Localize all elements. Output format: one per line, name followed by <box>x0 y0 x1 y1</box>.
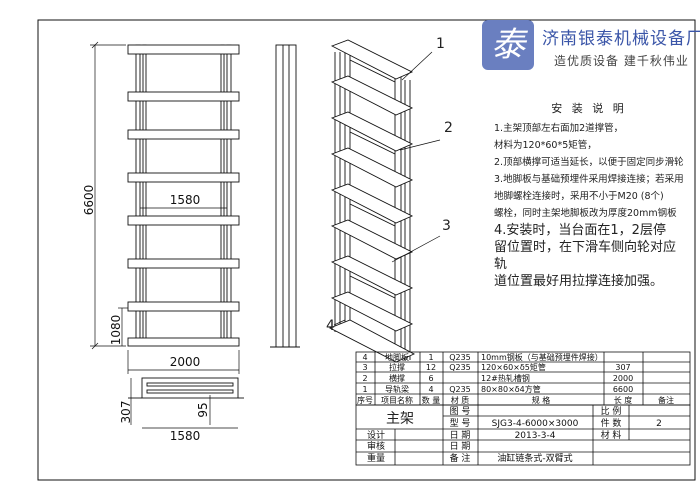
bom-cell: 导轨梁 <box>385 384 409 394</box>
tb-label: 材 料 <box>601 429 622 441</box>
tb-label: 件 数 <box>601 417 622 429</box>
bom-cell: 3 <box>362 363 367 372</box>
model-value: SJG3-4-6000×3000 <box>492 419 579 429</box>
bom-cell: Q235 <box>449 363 471 372</box>
dim-overall <box>127 350 240 374</box>
note-line: 1.主架顶部左右面加2道撑管， <box>494 123 624 134</box>
bom-cell: 4 <box>362 353 367 362</box>
bom-cell: 12 <box>426 363 436 372</box>
bom-head: 规 格 <box>532 395 551 405</box>
tb-label: 备 注 <box>450 452 471 464</box>
bom-table <box>355 351 691 406</box>
leaders <box>333 51 441 326</box>
bom-row-4: 4 地脚板 1 Q235 10mm钢板（与基础预埋件焊接） <box>362 352 602 362</box>
installation-notes: 安 装 说 明 1.主架顶部左右面加2道撑管， 材料为120*60*5矩管， 2… <box>494 100 684 290</box>
bom-cell: 1 <box>428 353 433 362</box>
bom-row-3: 3 拉撑 12 Q235 120×60×δ5矩管 307 <box>362 362 630 372</box>
plan-view <box>128 377 244 399</box>
logo-mark-icon: 泰 <box>482 20 534 70</box>
bom-cell: 6 <box>428 374 433 383</box>
callout-2: 2 <box>444 120 453 136</box>
bom-head: 项目名称 <box>381 395 413 405</box>
bom-head: 备注 <box>658 395 674 405</box>
bom-cell: 拉撑 <box>389 362 405 372</box>
bom-cell: 4 <box>428 385 433 394</box>
bom-cell: Q235 <box>449 385 471 394</box>
count-value: 2 <box>656 419 662 429</box>
note-line: 道位置最好用拉撑连接加强。 <box>494 274 664 289</box>
bom-row-2: 2 横撑 6 12#热轧槽钢 2000 <box>362 373 633 383</box>
side-view <box>270 44 300 348</box>
tb-label: 重量 <box>367 452 385 464</box>
remark-value: 油缸链条式-双臂式 <box>497 452 572 464</box>
bom-row-1: 1 导轨梁 4 Q235 80×80×δ4方管 6600 <box>362 384 633 394</box>
bom-cell: 2 <box>362 374 367 383</box>
bom-head: 数 量 <box>422 395 441 405</box>
callout-1: 1 <box>436 36 445 52</box>
bom-cell: 12#热轧槽钢 <box>481 373 530 383</box>
dim-height <box>90 41 126 350</box>
date-value: 2013-3-4 <box>515 431 556 441</box>
bom-cell: 6600 <box>613 385 633 394</box>
note-line: 材料为120*60*5矩管， <box>494 140 597 151</box>
dim-plan <box>130 378 238 429</box>
callout-4: 4 <box>326 318 335 334</box>
note-line: 螺栓，同时主架地脚板改为厚度20mm钢板 <box>494 208 677 219</box>
company-logo: 泰 济南银泰机械设备厂 造优质设备 建千秋伟业 <box>482 20 700 80</box>
bom-cell: 横撑 <box>389 373 405 383</box>
tb-label: 比 例 <box>601 405 622 417</box>
bom-header: 序号 项目名称 数 量 材 质 规 格 长 度 备注 <box>357 395 674 405</box>
tb-label: 设计 <box>367 429 385 441</box>
notes-title: 安 装 说 明 <box>551 102 627 115</box>
front-view <box>127 44 240 347</box>
tb-label: 日 期 <box>450 430 471 441</box>
part-name: 主架 <box>386 411 414 427</box>
note-line: 地脚螺栓连接时，采用不小于M20 (8个) <box>494 191 664 202</box>
dim-small-label: 95 <box>196 402 210 417</box>
bom-head: 序号 <box>357 395 373 405</box>
bom-cell: 2000 <box>613 374 633 383</box>
tb-label: 型 号 <box>450 418 471 429</box>
title-block <box>355 404 691 466</box>
bom-head: 长 度 <box>614 395 633 405</box>
note-line: 3.地脚板与基础预埋件采用焊接连接；若采用 <box>494 174 684 185</box>
dim-side-label: 307 <box>119 401 133 424</box>
sheet-border <box>37 19 696 481</box>
iso-view <box>328 39 416 363</box>
tb-label: 图 号 <box>450 406 471 417</box>
note-line: 留位置时，在下滑车侧向轮对应轨 <box>494 240 677 272</box>
dim-base <box>118 307 128 346</box>
tb-label: 日 期 <box>450 441 471 452</box>
bom-cell: 307 <box>615 363 630 372</box>
dim-overall-label: 2000 <box>170 355 201 369</box>
dim-inner-label: 1580 <box>170 193 201 207</box>
dim-height-label: 6600 <box>82 185 96 216</box>
bom-head: 材 质 <box>451 395 470 405</box>
callout-3: 3 <box>442 218 451 234</box>
note-line: 4.安装时，当台面在1，2层停 <box>494 223 666 238</box>
bom-cell: 1 <box>362 385 367 394</box>
bom-cell: 地脚板 <box>385 352 409 362</box>
tb-label: 审核 <box>367 440 385 452</box>
note-line: 2.顶部横撑可适当延长，以便于固定同步滑轮 <box>494 157 684 168</box>
company-name: 济南银泰机械设备厂 <box>542 29 700 49</box>
bom-cell: Q235 <box>449 353 471 362</box>
bom-cell: 10mm钢板（与基础预埋件焊接） <box>481 352 603 362</box>
dim-bottom-label: 1580 <box>170 429 201 443</box>
bom-cell: 80×80×δ4方管 <box>481 384 541 394</box>
company-slogan: 造优质设备 建千秋伟业 <box>554 54 689 68</box>
dim-base-label: 1080 <box>109 315 123 346</box>
bom-cell: 120×60×δ5矩管 <box>481 362 546 372</box>
